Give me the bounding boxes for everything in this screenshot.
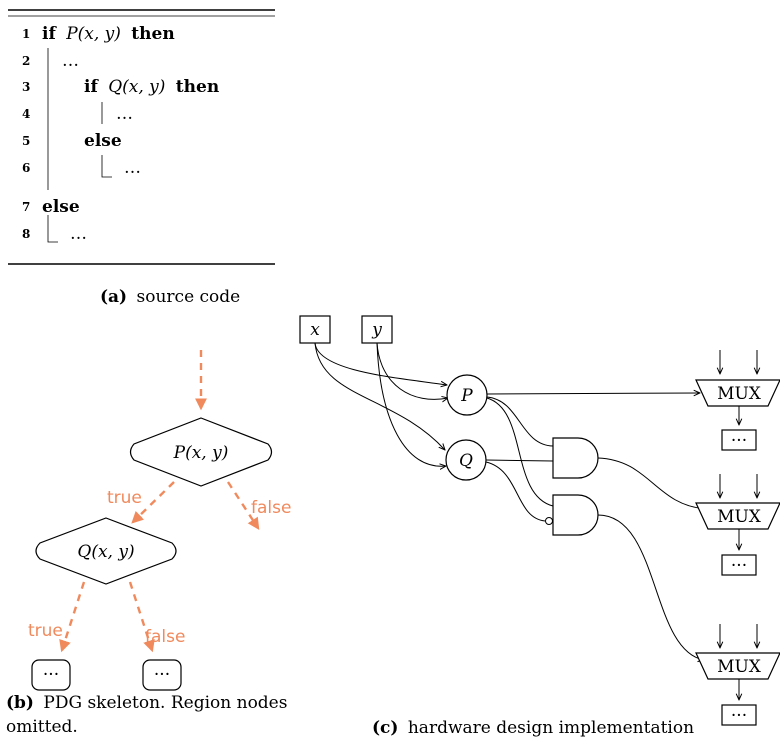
keyword-then: then [176,77,219,97]
wire-and-top-to-mux2 [597,457,706,509]
code-line-6: … [124,158,141,178]
caption-a: (a) source code [100,287,240,307]
pdg-node-p-diamond [129,417,273,487]
pdg-label-q-true: true [28,621,63,641]
code-line-1: if P(x, y) then [42,24,175,44]
caption-b-line-2: omitted. [6,717,78,737]
mux-2-trapezoid [695,502,780,530]
pdg-node-q-diamond [35,517,177,585]
caption-b-text: PDG skeleton. Region nodes [43,693,287,713]
mux-1-output-label: ··· [731,431,747,451]
pdg-node-p-label: P(x, y) [173,443,229,463]
indent-guide-outer-else [47,215,58,243]
pdg-leaf-left-label: ··· [43,665,59,685]
wire-p-to-and-top [486,396,554,447]
wire-y-to-q [376,342,446,466]
keyword-if: if [84,77,99,97]
inverter-bubble [545,517,553,525]
pdg-label-p-true: true [107,488,142,508]
condition-p: P(x, y) [65,24,121,44]
wire-p-to-and-bottom [486,397,554,507]
condition-q: Q(x, y) [108,77,165,97]
mux-2-label: MUX [717,507,762,527]
mux-2-output-box [721,554,757,576]
mux-3-trapezoid [695,652,780,680]
line-number: 8 [22,227,30,241]
mux-3-output-box [721,704,757,726]
pdg-node-q-label: Q(x, y) [77,542,134,562]
keyword-if: if [42,24,57,44]
line-number: 5 [22,134,30,148]
hw-node-p-label: P [460,386,473,406]
wire-x-to-q [314,342,445,450]
line-number: 6 [22,161,30,175]
code-line-2: … [62,51,79,71]
wire-x-to-p [314,342,447,385]
caption-c-text: hardware design implementation [408,718,694,738]
wire-p-to-mux1 [486,393,700,394]
input-y-label: y [371,320,382,340]
caption-c-label: (c) [372,718,398,738]
wire-q-to-and-top [485,459,554,462]
mux-1-trapezoid [695,379,780,407]
caption-c: (c) hardware design implementation [372,718,694,738]
wire-q-to-and-bottom [485,461,546,522]
line-number: 4 [22,107,30,121]
caption-b-label: (b) [6,693,34,713]
mux-1-label: MUX [717,384,762,404]
code-listing: 1 2 3 4 5 6 7 8 if P(x, y) then … if Q(x… [8,9,275,265]
pdg-label-p-false: false [251,498,291,518]
mux-2-output-label: ··· [731,556,747,576]
and-gate-bottom [552,494,599,536]
wire-y-to-p [376,342,448,399]
pdg-label-q-false: false [145,627,185,647]
code-line-8: … [70,224,87,244]
indent-guide-inner-else [101,155,112,178]
pdg-leaf-right [142,659,182,691]
hardware-design: x y P Q [299,315,780,726]
caption-a-text: source code [137,287,241,307]
line-number: 3 [22,80,30,94]
mux-unit-1: MUX ··· [695,350,780,451]
pdg-edge-q-true [59,581,86,653]
line-number: 7 [22,200,30,214]
code-line-4: … [116,104,133,124]
pdg-edge-p-true [131,481,175,524]
input-x-label: x [310,320,320,340]
mux-unit-2: MUX ··· [695,474,780,576]
code-line-3: if Q(x, y) then [84,77,219,97]
mux-3-output-label: ··· [731,706,747,726]
and-gate-top [552,437,599,479]
mux-unit-3: MUX ··· [695,624,780,726]
mux-3-label: MUX [717,657,762,677]
pdg-leaf-right-label: ··· [154,665,170,685]
pdg-skeleton: P(x, y) true false Q(x, y) true false ··… [28,350,291,691]
code-line-5: else [84,131,122,151]
caption-b-line-1: (b) PDG skeleton. Region nodes [6,693,287,713]
line-number: 1 [22,27,30,41]
caption-a-label: (a) [100,287,127,307]
hw-node-q-label: Q [459,451,473,471]
wire-and-bottom-to-mux3 [597,514,704,660]
hw-node-p [446,374,488,416]
keyword-then: then [131,24,174,44]
line-number: 2 [22,54,30,68]
pdg-edge-p-false [226,481,260,531]
pdg-leaf-left [31,659,71,691]
code-line-7: else [42,197,80,217]
mux-1-output-box [721,429,757,451]
